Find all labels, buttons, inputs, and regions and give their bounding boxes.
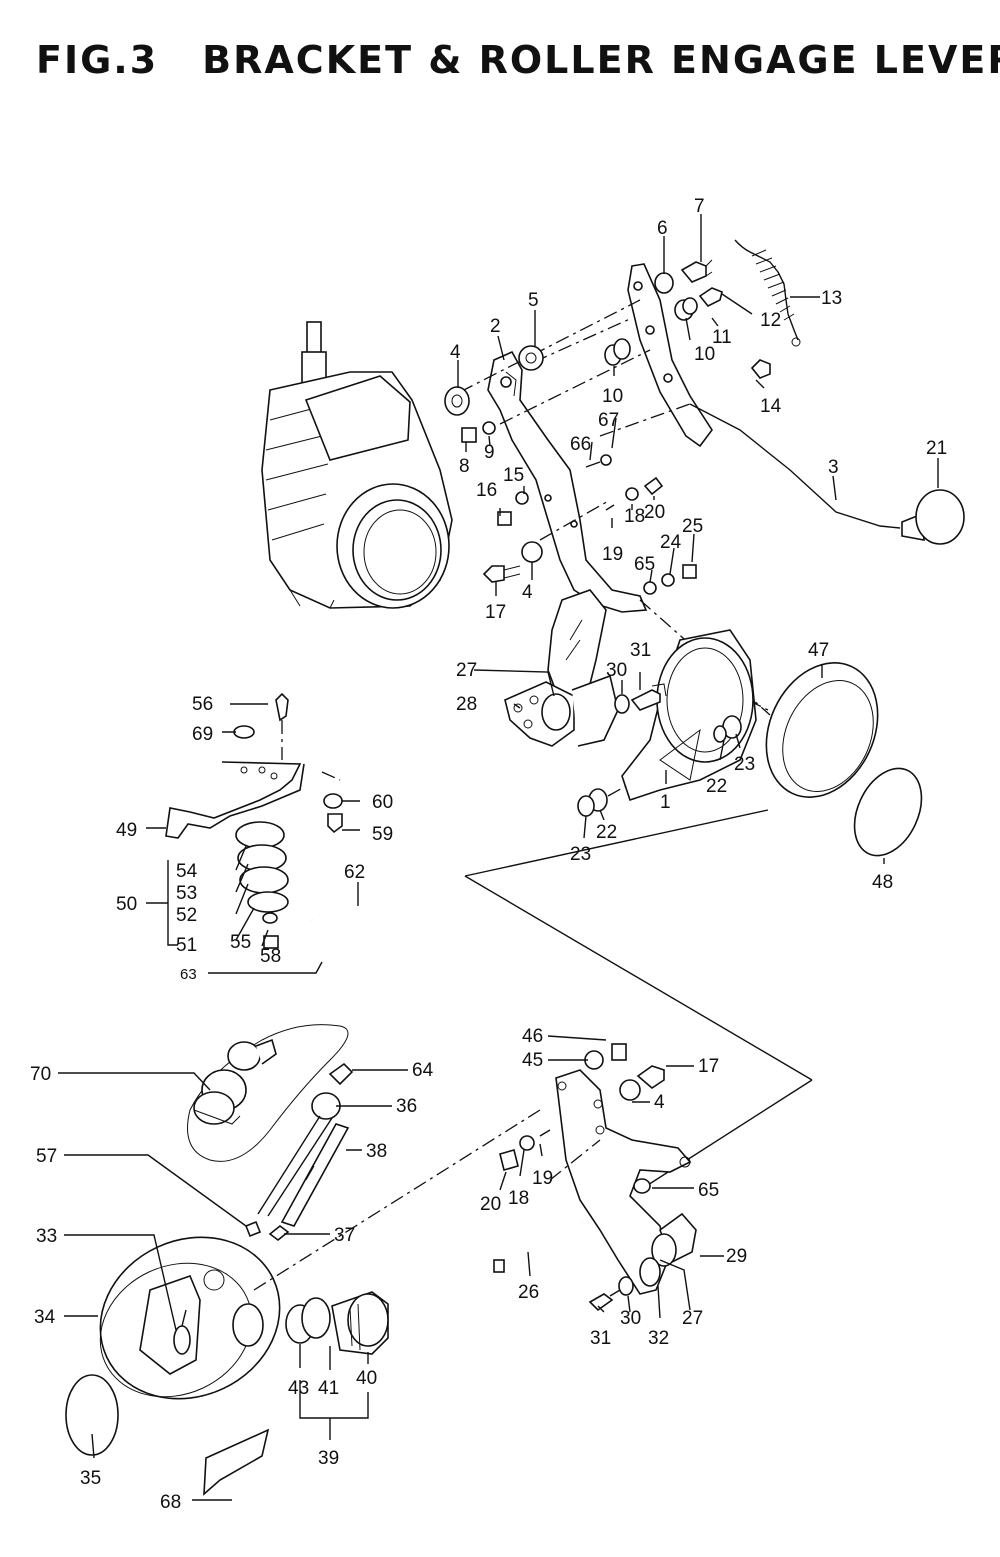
callout-18: 18 <box>624 506 645 527</box>
callout-20: 20 <box>644 502 665 523</box>
callout-35: 35 <box>80 1468 101 1489</box>
callout-30: 30 <box>620 1308 641 1329</box>
callout-54: 54 <box>176 861 198 882</box>
callout-51: 51 <box>176 935 197 956</box>
callout-31: 31 <box>590 1328 611 1349</box>
callout-32: 32 <box>648 1328 669 1349</box>
callout-64: 64 <box>412 1060 434 1081</box>
callout-53: 53 <box>176 883 197 904</box>
callout-27: 27 <box>682 1308 703 1329</box>
callout-48: 48 <box>872 872 893 893</box>
callout-23: 23 <box>570 844 591 865</box>
callout-5: 5 <box>528 290 539 311</box>
callout-4: 4 <box>654 1092 665 1113</box>
callout-43: 43 <box>288 1378 309 1399</box>
callout-24: 24 <box>660 532 682 553</box>
callout-3: 3 <box>828 457 839 478</box>
callout-26: 26 <box>518 1282 539 1303</box>
leader-lines <box>58 214 939 1501</box>
figure-name: BRACKET & ROLLER ENGAGE LEVER <box>202 38 1000 82</box>
upper-bracket-assembly <box>444 239 965 857</box>
callout-17: 17 <box>485 602 506 623</box>
callout-38: 38 <box>366 1141 387 1162</box>
callout-25: 25 <box>682 516 703 537</box>
callout-47: 47 <box>808 640 829 661</box>
callout-6: 6 <box>657 218 668 239</box>
callout-9: 9 <box>484 442 495 463</box>
callout-68: 68 <box>160 1492 181 1513</box>
engine-illustration <box>261 321 453 609</box>
callout-49: 49 <box>116 820 137 841</box>
left-bracket-assembly <box>165 692 400 1031</box>
figure-title: FIG.3 BRACKET & ROLLER ENGAGE LEVER <box>36 38 1000 82</box>
roller-assembly <box>65 1109 541 1496</box>
callout-57: 57 <box>36 1146 57 1167</box>
callout-66: 66 <box>570 434 591 455</box>
callout-59: 59 <box>372 824 393 845</box>
callout-19: 19 <box>602 544 623 565</box>
callout-45: 45 <box>522 1050 543 1071</box>
callout-19: 19 <box>532 1168 553 1189</box>
callout-69: 69 <box>192 724 213 745</box>
callout-8: 8 <box>459 456 470 477</box>
callout-52: 52 <box>176 905 197 926</box>
connector-line <box>464 809 813 1191</box>
callout-70: 70 <box>30 1064 51 1085</box>
callout-10: 10 <box>602 386 623 407</box>
callout-17: 17 <box>698 1056 719 1077</box>
callout-20: 20 <box>480 1194 501 1215</box>
callout-60: 60 <box>372 792 393 813</box>
callout-4: 4 <box>450 342 461 363</box>
callout-67: 67 <box>598 410 619 431</box>
callout-36: 36 <box>396 1096 417 1117</box>
callout-40: 40 <box>356 1368 377 1389</box>
callout-23: 23 <box>734 754 755 775</box>
callout-12: 12 <box>760 310 781 331</box>
callout-22: 22 <box>706 776 727 797</box>
callout-18: 18 <box>508 1188 529 1209</box>
callout-41: 41 <box>318 1378 339 1399</box>
callout-65: 65 <box>698 1180 719 1201</box>
callout-27: 27 <box>456 660 477 681</box>
control-box-assembly <box>187 1024 354 1242</box>
callout-62: 62 <box>344 862 365 883</box>
callout-1: 1 <box>660 792 671 813</box>
callout-13: 13 <box>821 288 842 309</box>
callout-labels: 7 6 13 12 11 10 5 2 4 10 14 8 9 67 66 15… <box>30 196 947 1513</box>
callout-4: 4 <box>522 582 533 603</box>
callout-37: 37 <box>334 1225 355 1246</box>
figure-number: FIG.3 <box>36 38 159 82</box>
callout-63: 63 <box>180 966 197 983</box>
callout-58: 58 <box>260 946 281 967</box>
callout-55: 55 <box>230 932 251 953</box>
callout-7: 7 <box>694 196 705 217</box>
callout-65: 65 <box>634 554 655 575</box>
callout-22: 22 <box>596 822 617 843</box>
callout-34: 34 <box>34 1307 56 1328</box>
callout-56: 56 <box>192 694 213 715</box>
lower-bracket-assembly <box>493 1043 697 1312</box>
callout-31: 31 <box>630 640 651 661</box>
callout-15: 15 <box>503 465 524 486</box>
callout-30: 30 <box>606 660 627 681</box>
callout-39: 39 <box>318 1448 339 1469</box>
callout-21: 21 <box>926 438 947 459</box>
callout-28: 28 <box>456 694 477 715</box>
callout-2: 2 <box>490 316 501 337</box>
callout-11: 11 <box>712 327 732 348</box>
callout-29: 29 <box>726 1246 747 1267</box>
callout-46: 46 <box>522 1026 543 1047</box>
callout-14: 14 <box>760 396 782 417</box>
callout-33: 33 <box>36 1226 57 1247</box>
callout-50: 50 <box>116 894 137 915</box>
callout-10: 10 <box>694 344 715 365</box>
callout-16: 16 <box>476 480 497 501</box>
